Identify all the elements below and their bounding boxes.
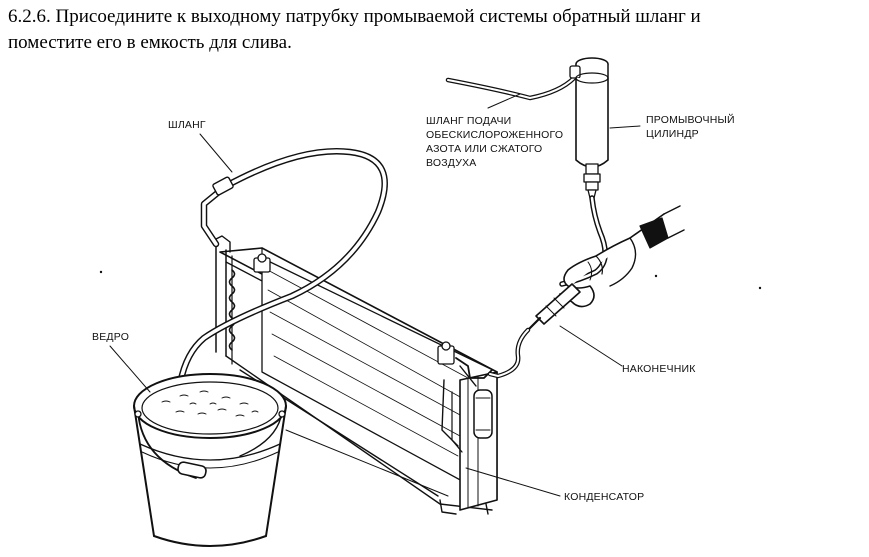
label-nozzle: НАКОНЕЧНИК — [622, 363, 696, 375]
label-cylinder-line-2: ЦИЛИНДР — [646, 128, 699, 140]
bucket — [133, 373, 287, 547]
scan-dots — [99, 270, 762, 290]
condenser — [213, 235, 498, 515]
instruction-text: 6.2.6. Присоедините к выходному патрубку… — [8, 4, 860, 56]
flush-cylinder — [569, 57, 609, 199]
figure-labels: ШЛАНГ ШЛАНГ ПОДАЧИ ОБЕСКИСЛОРОЖЕННОГО АЗ… — [92, 113, 735, 503]
label-supply-line-1: ШЛАНГ ПОДАЧИ — [426, 115, 511, 127]
instruction-line-1: 6.2.6. Присоедините к выходному патрубку… — [8, 6, 701, 27]
nozzle — [487, 283, 581, 379]
label-bucket: ВЕДРО — [92, 331, 129, 343]
instruction-line-2: поместите его в емкость для слива. — [8, 32, 292, 53]
label-supply-line-3: АЗОТА ИЛИ СЖАТОГО — [426, 143, 542, 155]
leader-lines — [109, 93, 641, 497]
label-hose: ШЛАНГ — [168, 119, 206, 131]
supply-hose — [445, 75, 577, 101]
label-condenser: КОНДЕНСАТОР — [564, 491, 644, 503]
return-hose — [174, 148, 388, 408]
label-supply-line-2: ОБЕСКИСЛОРОЖЕННОГО — [426, 129, 563, 141]
label-supply-line-4: ВОЗДУХА — [426, 157, 476, 169]
label-cylinder-line-1: ПРОМЫВОЧНЫЙ — [646, 113, 735, 126]
